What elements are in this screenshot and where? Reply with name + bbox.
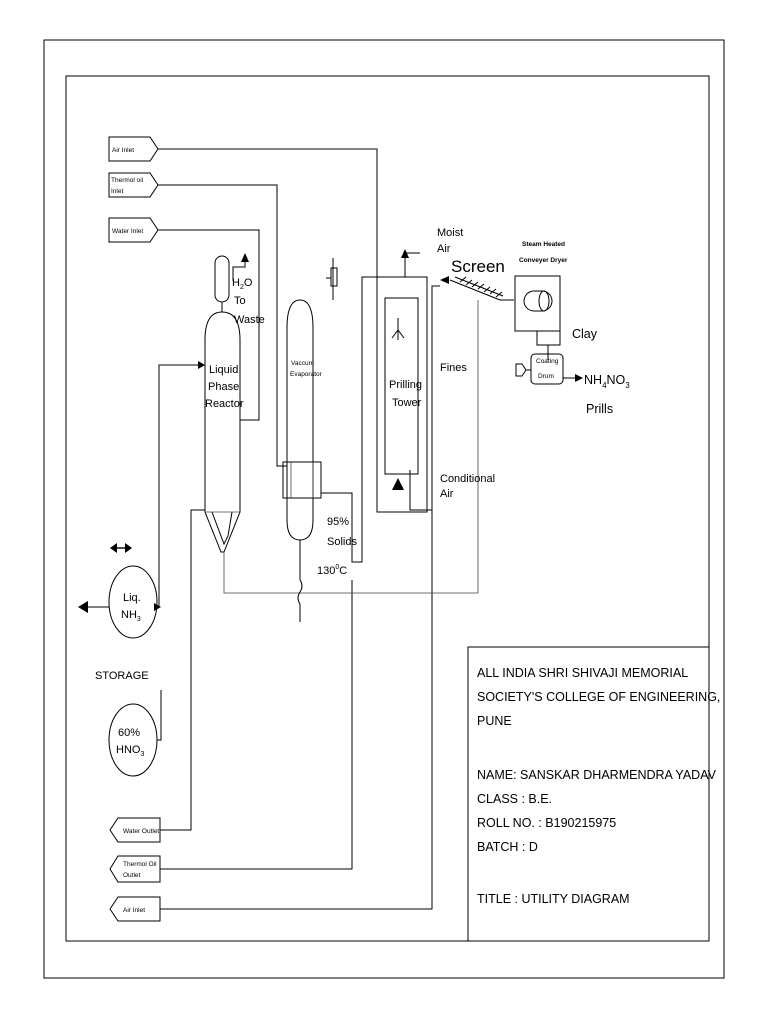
thermal-oil-outlet-line (160, 580, 353, 870)
student-batch: BATCH : D (477, 840, 538, 854)
svg-text:HNO3: HNO3 (116, 744, 144, 758)
double-arrow-icon (110, 543, 132, 553)
reactor-label-2: Phase (208, 381, 239, 393)
product-arrow-icon (575, 374, 583, 382)
prills-label: Prills (586, 402, 613, 416)
coating-drum: Coating Drum (515, 353, 564, 385)
svg-text:NH3: NH3 (121, 609, 141, 623)
nitric-feed-line (157, 690, 162, 741)
fines-label: Fines (440, 362, 467, 374)
solids-label: Solids (327, 536, 357, 548)
conditional-air-line (160, 470, 433, 910)
institute-line-3: PUNE (477, 714, 512, 728)
thermal-oil-inlet-line (158, 184, 287, 467)
svg-text:Liq.: Liq. (123, 592, 141, 604)
screen: Screen (440, 257, 514, 301)
air-inlet-arrow-icon (392, 478, 404, 490)
liquid-phase-reactor: Liquid Phase Reactor (204, 255, 244, 553)
left-arrow-icon (78, 601, 109, 613)
dryer-to-coating-line (536, 330, 561, 346)
student-name: NAME: SANSKAR DHARMENDRA YADAV (477, 768, 717, 782)
thermal-oil-inlet-label-2: Inlet (111, 188, 123, 195)
dryer-label-2: Conveyer Dryer (519, 257, 568, 264)
vacuum-evaporator: Vaccum Evaporator (282, 258, 338, 541)
h2o-label: H2O (232, 277, 253, 291)
product-label: NH4NO3 (584, 373, 630, 390)
thermal-oil-outlet-label-2: Outlet (123, 872, 141, 879)
student-class: CLASS : B.E. (477, 792, 552, 806)
nitric-acid-tank: 60% HNO3 (108, 703, 158, 777)
dryer-label-1: Steam Heated (522, 241, 565, 248)
prilling-tower: Prilling Tower (376, 276, 428, 513)
to-label: To (234, 295, 246, 307)
student-roll: ROLL NO. : B190215975 (477, 816, 616, 830)
evaporator-outlet-line (321, 276, 377, 563)
reactor-bottom-line (223, 300, 479, 594)
conditional-air-label-2: Air (440, 488, 454, 500)
reactor-label-3: Reactor (205, 398, 244, 410)
evaporator-label-2: Evaporator (290, 371, 323, 378)
screen-label: Screen (451, 257, 505, 276)
thermal-oil-inlet-label-1: Thermol oil (111, 177, 144, 184)
svg-text:60%: 60% (118, 727, 140, 739)
tower-label-2: Tower (392, 397, 422, 409)
coating-drum-label-2: Drum (538, 373, 554, 380)
coating-drum-label-1: Coating (536, 358, 559, 365)
moist-air-label-1: Moist (437, 227, 463, 239)
air-inlet-line (158, 148, 398, 278)
svg-text:Air Inlet: Air Inlet (123, 907, 145, 914)
storage-label: STORAGE (95, 670, 149, 682)
thermal-oil-outlet-label-1: Thermol Oil (123, 861, 157, 868)
svg-text:Water Inlet: Water Inlet (112, 228, 143, 235)
evaporator-drain (297, 579, 303, 622)
svg-text:Water Outlet: Water Outlet (123, 828, 159, 835)
air-inlet-bottom-tag: Air Inlet (109, 896, 161, 922)
conditional-air-label-1: Conditional (440, 473, 495, 485)
clay-label: Clay (572, 327, 598, 341)
screen-feed-arrow-icon (440, 276, 449, 284)
ammonia-feed-line (157, 364, 205, 608)
outer-border (43, 39, 725, 979)
evaporator-label-1: Vaccum (291, 360, 314, 367)
diagram-title: TITLE : UTILITY DIAGRAM (477, 892, 630, 906)
institute-line-1: ALL INDIA SHRI SHIVAJI MEMORIAL (477, 666, 688, 680)
inner-border (65, 75, 710, 942)
steam-heated-conveyer-dryer: Steam Heated Conveyer Dryer (514, 241, 568, 332)
water-inlet-line (158, 229, 260, 421)
fines-line (431, 285, 440, 510)
waste-label: Waste (234, 314, 265, 326)
svg-text:Air Inlet: Air Inlet (112, 147, 134, 154)
air-inlet-top-tag: Air Inlet (108, 136, 159, 162)
reactor-label-1: Liquid (209, 364, 238, 376)
water-inlet-tag: Water Inlet (108, 217, 159, 243)
temperature-label: 1300C (317, 564, 347, 577)
thermal-oil-inlet-tag: Thermol oil Inlet (108, 172, 159, 198)
tower-label-1: Prilling (389, 379, 422, 391)
title-block (467, 646, 710, 942)
ammonia-tank: Liq. NH3 (108, 565, 158, 639)
moist-air-label-2: Air (437, 243, 451, 255)
solids-pct-label: 95% (327, 516, 349, 528)
institute-line-2: SOCIETY'S COLLEGE OF ENGINEERING, (477, 690, 720, 704)
thermal-oil-outlet-tag: Thermol Oil Outlet (109, 855, 161, 883)
water-outlet-line (160, 509, 205, 831)
water-outlet-tag: Water Outlet (109, 817, 161, 843)
